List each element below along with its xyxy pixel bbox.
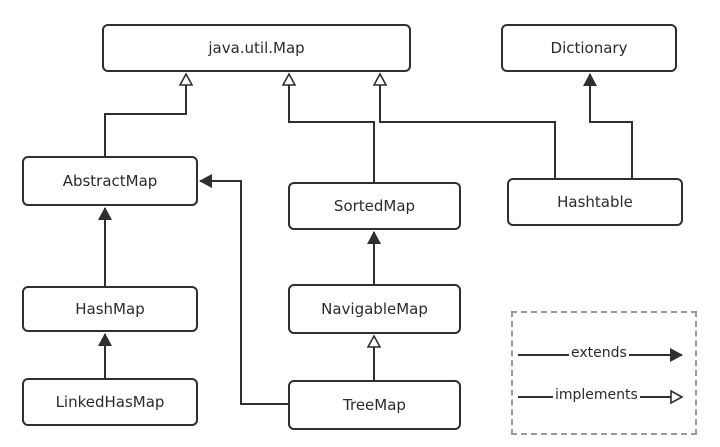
treemap-box: TreeMap xyxy=(288,380,461,430)
treemap-extends-abstractmap-arrow xyxy=(199,174,288,405)
dictionary-box: Dictionary xyxy=(501,24,677,72)
legend-implements-label: implements xyxy=(553,387,640,403)
hashmap-box: HashMap xyxy=(22,286,198,332)
abstractmap-implements-map-arrow xyxy=(104,74,186,156)
legend-box xyxy=(511,311,697,435)
legend-extends-label: extends xyxy=(569,345,629,361)
sortedmap-box: SortedMap xyxy=(288,182,461,230)
sortedmap-extends-map-arrow xyxy=(289,74,375,182)
map-interface-box: java.util.Map xyxy=(102,24,411,72)
linkedhashmap-box: LinkedHasMap xyxy=(22,378,198,426)
navigablemap-box: NavigableMap xyxy=(288,284,461,334)
hashtable-extends-dictionary-arrow xyxy=(583,73,633,178)
hashtable-box: Hashtable xyxy=(507,178,683,226)
abstractmap-box: AbstractMap xyxy=(22,156,198,206)
hashtable-implements-map-arrow xyxy=(380,74,556,178)
